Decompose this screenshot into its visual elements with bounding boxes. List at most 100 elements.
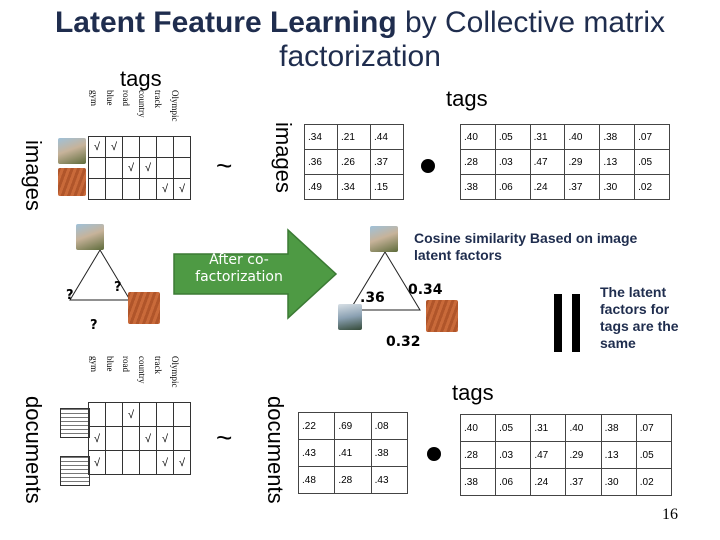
question-mark: ? (90, 318, 98, 333)
track-photo (128, 292, 160, 324)
empty-cell (105, 178, 123, 200)
factor-cell: .69 (334, 412, 372, 440)
factor-cell: .05 (635, 441, 673, 469)
tag-name: road (121, 90, 131, 106)
tag-factor-matrix-bottom: .40.05.31.40.38.07 .28.03.47.29.13.05 .3… (459, 414, 673, 496)
after-cofactorization-label: After co-factorization (195, 252, 283, 285)
factor-cell: .03 (495, 441, 532, 469)
document-icon (60, 456, 90, 486)
factor-cell: .37 (565, 468, 602, 496)
factor-cell: .49 (304, 174, 338, 200)
empty-cell (88, 178, 106, 200)
image-factor-matrix: .34.21.44 .36.26.37 .49.34.15 (304, 124, 404, 200)
tags-label-left: tags (120, 66, 162, 91)
empty-cell (122, 450, 140, 475)
approx-symbol: ~ (216, 150, 233, 181)
tag-name: country (137, 90, 147, 118)
factor-cell: .40 (459, 414, 497, 442)
empty-cell (105, 402, 123, 427)
factor-cell: .15 (370, 174, 404, 200)
factor-cell: .47 (529, 149, 566, 175)
factor-cell: .41 (334, 439, 372, 467)
empty-cell (88, 402, 106, 427)
factor-cell: .29 (564, 149, 601, 175)
runner-photo (58, 138, 86, 164)
factor-cell: .40 (564, 124, 601, 150)
factor-cell: .43 (370, 466, 409, 494)
factor-cell: .34 (337, 174, 371, 200)
factor-cell: .47 (530, 441, 567, 469)
factor-cell: .31 (529, 124, 566, 150)
empty-cell (156, 157, 174, 179)
tag-name: road (121, 356, 131, 372)
equals-bar-right (572, 294, 580, 352)
empty-cell (122, 178, 140, 200)
factor-cell: .02 (634, 174, 670, 200)
documents-label-matrix: documents (263, 396, 288, 504)
factor-cell: .30 (600, 468, 637, 496)
empty-cell (122, 136, 140, 158)
arrow-shape (173, 228, 338, 320)
empty-cell (139, 178, 157, 200)
tag-name: blue (105, 90, 115, 106)
check-cell: √ (122, 402, 140, 427)
factor-cell: .40 (565, 414, 602, 442)
tag-factor-matrix-top: .40.05.31.40.38.07 .28.03.47.29.13.05 .3… (460, 124, 670, 200)
check-cell: √ (156, 426, 174, 451)
check-cell: √ (105, 136, 123, 158)
factor-cell: .26 (337, 149, 371, 175)
factor-cell: .36 (304, 149, 338, 175)
tag-name: track (153, 90, 163, 108)
factor-cell: .21 (337, 124, 371, 150)
factor-cell: .43 (297, 439, 336, 467)
empty-cell (105, 450, 123, 475)
equals-bar-left (554, 294, 562, 352)
factor-cell: .30 (599, 174, 636, 200)
tag-name: Olympic (170, 356, 180, 388)
factor-cell: .28 (460, 149, 496, 175)
factor-cell: .13 (599, 149, 636, 175)
page-title: Latent Feature Learning by Collective ma… (54, 6, 666, 39)
empty-cell (105, 426, 123, 451)
empty-cell (173, 402, 191, 427)
factor-cell: .38 (459, 468, 497, 496)
factor-cell: .24 (529, 174, 566, 200)
factor-cell: .22 (297, 412, 336, 440)
empty-cell (156, 402, 174, 427)
factor-cell: .06 (495, 468, 532, 496)
tag-names-bottom: Olympic track country road blue gym (88, 356, 188, 401)
document-factor-matrix: .22.69.08 .43.41.38 .48.28.43 (297, 412, 409, 494)
question-mark: ? (66, 288, 74, 303)
check-cell: √ (139, 157, 157, 179)
similarity-value: 0.32 (386, 334, 421, 350)
runner-photo (370, 226, 398, 252)
empty-cell (173, 426, 191, 451)
images-label-matrix: images (271, 122, 296, 193)
factor-cell: .07 (634, 124, 670, 150)
document-tag-matrix: √ √√√ √√√ (88, 402, 191, 475)
empty-cell (105, 157, 123, 179)
product-dot (427, 447, 441, 461)
factor-cell: .05 (634, 149, 670, 175)
empty-cell (88, 157, 106, 179)
factor-cell: .34 (304, 124, 338, 150)
factor-cell: .38 (600, 414, 637, 442)
image-tag-matrix: √√ √√ √√ (88, 136, 191, 200)
tag-name: gym (89, 356, 99, 373)
check-cell: √ (156, 450, 174, 475)
check-cell: √ (122, 157, 140, 179)
empty-cell (173, 136, 191, 158)
approx-symbol: ~ (216, 422, 233, 453)
factor-cell: .48 (297, 466, 336, 494)
similarity-value: 0.34 (408, 282, 443, 298)
factor-cell: .24 (530, 468, 567, 496)
empty-cell (139, 450, 157, 475)
page-number: 16 (662, 506, 678, 523)
triangle-after (349, 251, 421, 311)
latent-note: The latent factors for tags are the same (600, 284, 679, 351)
check-cell: √ (88, 136, 106, 158)
factor-cell: .31 (530, 414, 567, 442)
similarity-value: .36 (360, 290, 385, 306)
factor-cell: .37 (370, 149, 404, 175)
factor-cell: .44 (370, 124, 404, 150)
